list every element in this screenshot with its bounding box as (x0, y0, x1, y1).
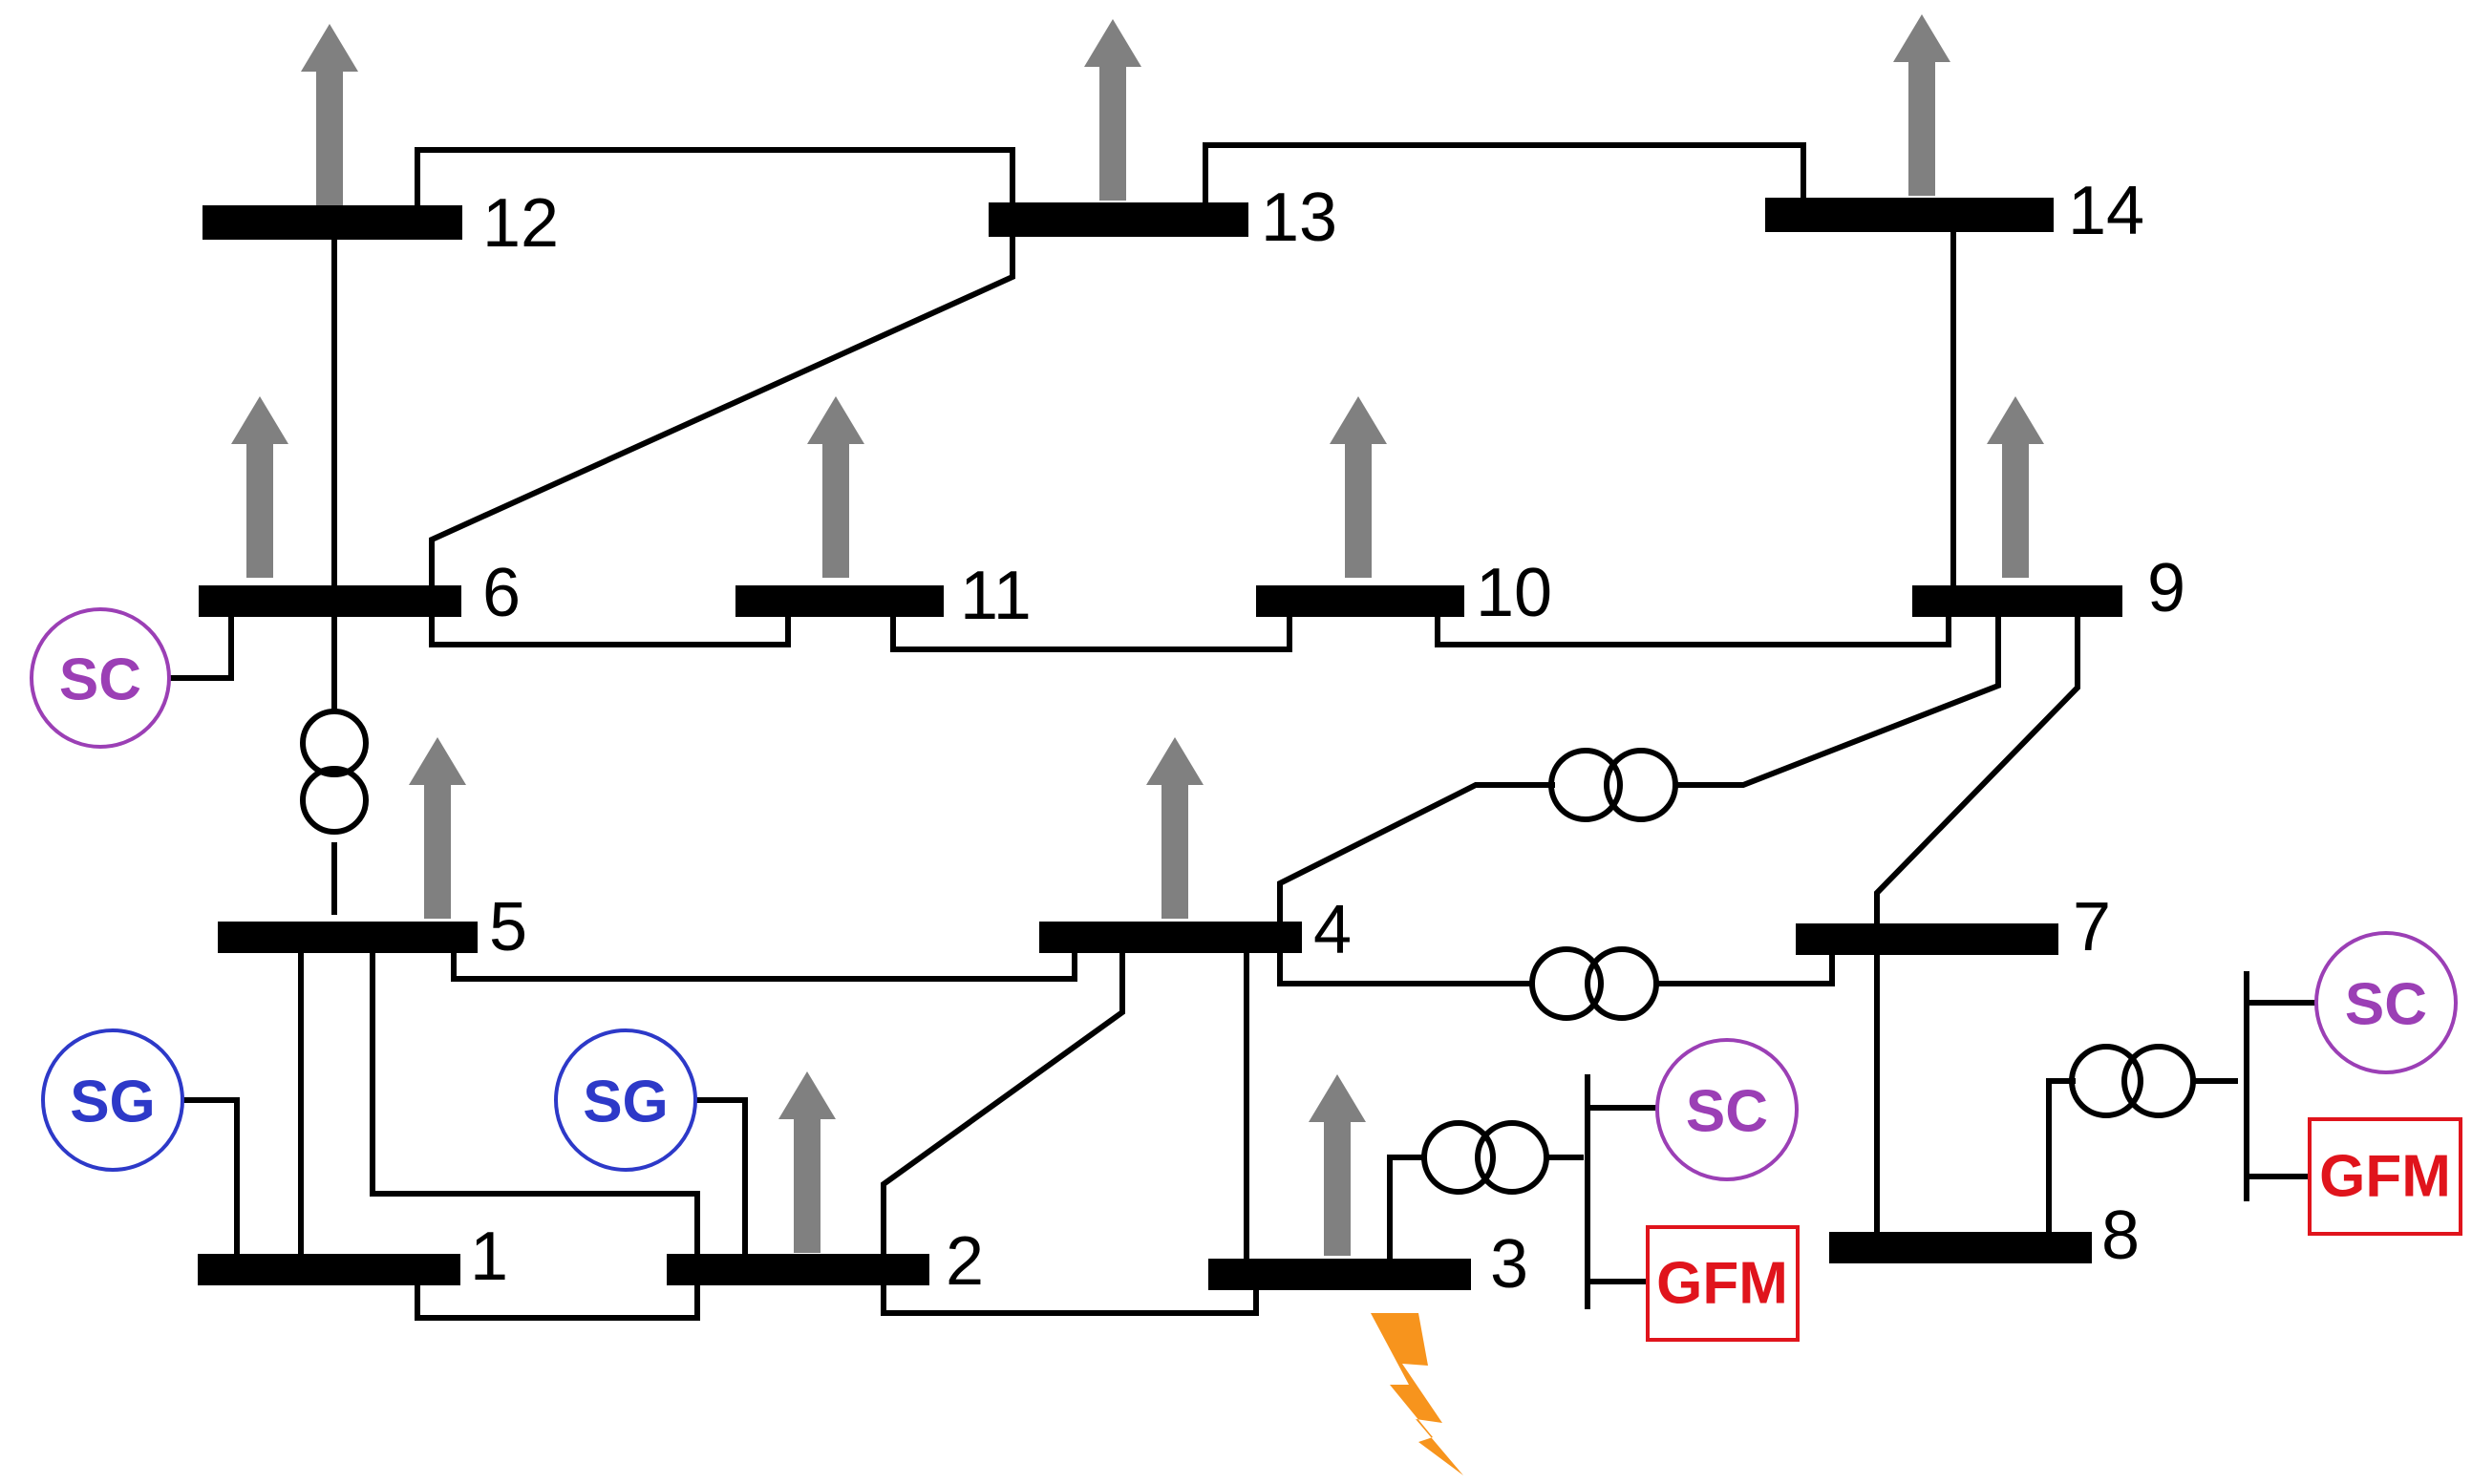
line-2-4 (881, 945, 1125, 1261)
transformer-bus8 (2069, 1044, 2238, 1118)
svg-text:SG: SG (583, 1070, 669, 1135)
bus-label-2: 2 (946, 1223, 984, 1300)
bus-label-14: 14 (2068, 173, 2144, 249)
sg-bus2: SG (554, 1028, 697, 1172)
line-6-11 (429, 608, 791, 647)
transformer-4-9 (1548, 748, 1678, 822)
line-4-7b (1654, 945, 1835, 986)
bus-14 (1765, 198, 2054, 232)
line-sg2 (690, 1097, 748, 1261)
bus-9 (1912, 585, 2122, 617)
svg-text:SC: SC (2345, 972, 2427, 1038)
sc-bus3: SC (1655, 1038, 1799, 1181)
line-4-7 (1277, 945, 1534, 986)
line-2-3 (881, 1277, 1259, 1316)
svg-text:SG: SG (70, 1070, 156, 1135)
load-arrow-10 (1330, 396, 1387, 578)
bus-label-9: 9 (2147, 550, 2185, 626)
bus-8 (1829, 1232, 2092, 1263)
bus-5 (218, 922, 478, 953)
bus-1 (198, 1254, 460, 1285)
gfm-bus3: GFM (1646, 1225, 1800, 1342)
bus-6 (199, 585, 461, 617)
line-10-9 (1435, 608, 1951, 647)
line-4-9 (1277, 782, 1555, 929)
line-3-tx (1387, 1155, 1426, 1261)
bus-label-11: 11 (960, 558, 1032, 634)
load-arrow-6 (231, 396, 288, 578)
sg-bus1: SG (41, 1028, 184, 1172)
transformer-5-6 (300, 709, 369, 835)
transformer-4-7 (1529, 946, 1659, 1021)
line-1-2 (415, 1277, 700, 1321)
load-arrow-11 (807, 396, 864, 578)
sc-bus6: SC (30, 607, 171, 749)
load-arrow-13 (1084, 19, 1141, 201)
load-arrow-14 (1893, 14, 1950, 196)
load-arrow-4 (1146, 737, 1204, 919)
bus-label-6: 6 (482, 555, 521, 631)
bus-label-1: 1 (470, 1219, 508, 1295)
gfm-bus8: GFM (2308, 1117, 2462, 1236)
transformer-bus3 (1421, 1120, 1584, 1195)
bus-label-4: 4 (1313, 892, 1352, 968)
line-1-5b (370, 945, 700, 1261)
bus-label-13: 13 (1261, 180, 1337, 256)
load-arrow-2 (778, 1071, 836, 1253)
load-arrow-5 (409, 737, 466, 919)
bus-label-5: 5 (489, 889, 527, 965)
line-8-tx (2046, 1078, 2076, 1237)
line-sg1 (179, 1097, 240, 1261)
load-arrow-9 (1987, 396, 2044, 578)
bus-10 (1256, 585, 1464, 617)
bus-bars (198, 198, 2122, 1290)
load-arrow-3 (1309, 1074, 1366, 1256)
bus-label-12: 12 (482, 185, 559, 262)
bus-4 (1039, 922, 1302, 953)
line-9-7 (1874, 608, 2080, 929)
svg-text:SC: SC (59, 647, 141, 713)
line-5-4 (451, 945, 1077, 982)
line-6-13 (429, 223, 1015, 600)
line-12-13 (415, 147, 1015, 208)
line-sc6 (164, 608, 234, 681)
sc-bus8: SC (2314, 931, 2458, 1074)
bus-label-8: 8 (2101, 1198, 2140, 1274)
svg-text:GFM: GFM (2319, 1144, 2451, 1210)
bus-13 (989, 202, 1248, 237)
transmission-lines (164, 142, 2080, 1321)
line-4-9b (1673, 608, 2001, 788)
bus-12 (202, 205, 462, 240)
bus-2 (667, 1254, 929, 1285)
bus-label-10: 10 (1476, 555, 1552, 631)
device-bus-3 (1585, 1074, 1660, 1309)
line-13-14 (1203, 142, 1806, 208)
load-arrow-12 (301, 24, 358, 205)
bus-7 (1796, 923, 2058, 955)
svg-text:SC: SC (1686, 1079, 1768, 1145)
bus-labels: 12 13 14 6 11 10 9 5 4 7 1 2 3 8 (470, 173, 2185, 1303)
fault-lightning-icon (1371, 1313, 1463, 1475)
line-11-10 (890, 608, 1292, 652)
bus-3 (1208, 1259, 1471, 1290)
device-bus-8 (2244, 971, 2319, 1201)
bus-label-7: 7 (2073, 889, 2111, 965)
svg-text:GFM: GFM (1656, 1251, 1788, 1317)
bus-11 (735, 585, 944, 617)
bus-label-3: 3 (1490, 1226, 1528, 1303)
